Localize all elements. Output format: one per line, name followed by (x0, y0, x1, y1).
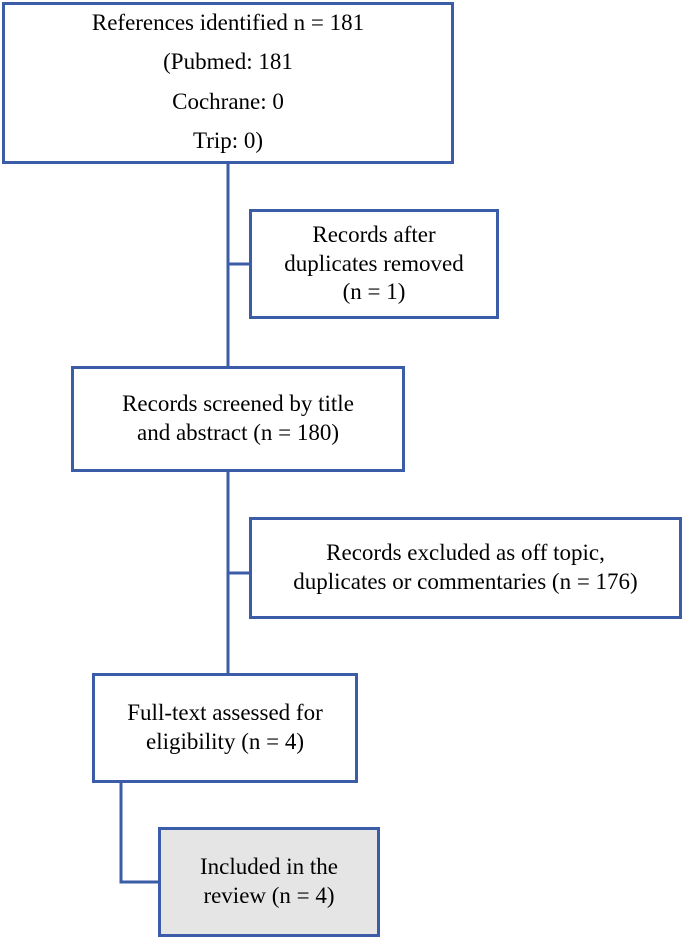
duplicates-line-2: duplicates removed (284, 250, 464, 276)
identified-line-3: Cochrane: 0 (172, 88, 284, 114)
duplicates-line-1: Records after (312, 221, 436, 247)
box-records-screened: Records screened by title and abstract (… (71, 366, 405, 472)
screened-line-1: Records screened by title (122, 391, 354, 417)
duplicates-line-3: (n = 1) (342, 279, 406, 305)
fulltext-line-1: Full-text assessed for (127, 700, 323, 726)
included-line-2: review (n = 4) (203, 883, 335, 908)
identified-line-4: Trip: 0) (192, 128, 264, 154)
included-line-1: Included in the (200, 854, 338, 880)
box-included-in-review: Included in the review (n = 4) (158, 827, 380, 937)
screened-line-2: and abstract (n = 180) (136, 420, 339, 445)
excluded-line-1: Records excluded as off topic, (326, 540, 605, 566)
fulltext-line-2: eligibility (n = 4) (146, 729, 304, 754)
box-references-identified: References identified n = 181 (Pubmed: 1… (2, 2, 454, 164)
connector-fulltext-to-included (119, 783, 158, 884)
box-duplicates-removed: Records after duplicates removed (n = 1) (249, 209, 499, 319)
identified-line-1: References identified n = 181 (91, 10, 365, 35)
identified-line-2: (Pubmed: 181 (163, 49, 293, 75)
excluded-line-2: duplicates or commentaries (n = 176) (293, 569, 638, 594)
box-full-text-assessed: Full-text assessed for eligibility (n = … (92, 673, 358, 783)
box-records-excluded: Records excluded as off topic, duplicate… (249, 517, 682, 619)
